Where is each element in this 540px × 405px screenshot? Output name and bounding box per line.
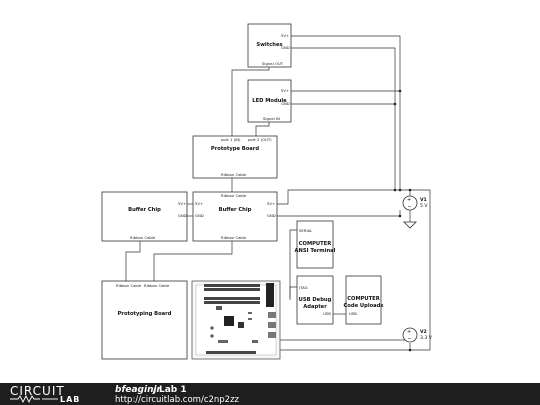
circuit-title: Lab 1 [159, 385, 187, 395]
buffer-chip-left-ribbon: Ribbon Cable [130, 235, 156, 240]
junction-dot [408, 348, 412, 352]
led-module-block[interactable]: LED Module 5V+ GND Signal IN [247, 79, 292, 123]
usb-debug-title-line2: Adapter [303, 304, 327, 310]
buffer-chip-right-ribbon-bottom: Ribbon Cable [221, 235, 247, 240]
wire-buffer-5v-out [277, 189, 411, 205]
buffer-chip-right-block[interactable]: Buffer Chip 5V+ GND 5V+ GND Ribbon Cable… [192, 191, 278, 242]
svg-text:−: − [408, 204, 412, 210]
junction-dot [398, 188, 402, 192]
microcontroller-board-image[interactable] [191, 280, 281, 360]
computer-uploads-block[interactable]: COMPUTER Code Uploads USB [344, 275, 384, 325]
prototyping-board-ribbon-right: Ribbon Cable [144, 283, 170, 288]
prototype-board-block[interactable]: Prototype Board port 1 (IN) port 2 (OUT)… [192, 135, 278, 179]
circuit-url-link[interactable]: http://circuitlab.com/c2np2zz [115, 395, 240, 405]
title-separator: / [153, 385, 157, 395]
v2-value: 3.3 V [420, 335, 433, 341]
usb-debug-title-line1: USB Debug [299, 297, 332, 303]
voltage-source-v1[interactable]: + − V1 5 V [402, 195, 428, 211]
led-module-pin-signal: Signal IN [263, 116, 280, 121]
computer-ansi-pin-serial: SERIAL [299, 228, 313, 233]
buffer-chip-left-title: Buffer Chip [128, 207, 161, 213]
buffer-chip-right-title: Buffer Chip [219, 207, 252, 213]
prototype-board-port-out: port 2 (OUT) [248, 137, 272, 142]
switches-pin-gnd: GND [281, 45, 290, 50]
prototype-board-ribbon: Ribbon Cable [221, 172, 247, 177]
ground-symbol [403, 221, 417, 229]
wire-board-v2-bottom [280, 189, 431, 351]
wire-switches-5v [291, 35, 401, 190]
svg-text:+: + [407, 197, 411, 203]
wire-buffer-gnd-out [277, 210, 401, 217]
buffer-chip-left-pin-gnd: GND [178, 213, 187, 218]
wire-switches-signal [231, 67, 270, 136]
computer-ansi-block[interactable]: SERIAL COMPUTER ANSI Terminal [295, 220, 336, 269]
wire-led-signal [255, 122, 270, 136]
buffer-chip-right-pin-5v-in: 5V+ [195, 201, 203, 206]
svg-text:+: + [407, 329, 411, 335]
wire-switches-gnd [291, 47, 396, 190]
junction-dot [408, 188, 412, 192]
computer-ansi-title-line1: COMPUTER [299, 241, 331, 247]
computer-uploads-title-line2: Code Uploads [344, 303, 384, 309]
computer-uploads-title-line1: COMPUTER [347, 296, 379, 302]
prototype-board-title: Prototype Board [211, 146, 259, 152]
switches-title: Switches [256, 42, 282, 48]
buffer-chip-left-pin-5v: 5V+ [178, 201, 186, 206]
switches-pin-signal: Signal OUT [262, 61, 284, 66]
prototyping-board-block[interactable]: Prototyping Board Ribbon Cable Ribbon Ca… [101, 280, 188, 360]
junction-dot [393, 102, 397, 106]
v1-name: V1 [420, 197, 427, 203]
wire-jtag [289, 286, 297, 300]
switches-block[interactable]: Switches 5V+ GND Signal OUT [247, 23, 292, 68]
author-name[interactable]: bfeaginjr [115, 385, 161, 395]
junction-dot [398, 214, 402, 218]
led-module-pin-gnd: GND [281, 101, 290, 106]
prototype-board-port-in: port 1 (IN) [221, 137, 241, 142]
circuitlab-logo-lab: LAB [60, 395, 81, 404]
v1-value: 5 V [420, 203, 428, 209]
v2-name: V2 [420, 329, 427, 335]
switches-pin-5v: 5V+ [281, 33, 289, 38]
usb-debug-pin-usb: USB [323, 311, 331, 316]
buffer-chip-right-pin-gnd-out: GND [267, 213, 276, 218]
wire-ribbon-left [125, 241, 141, 281]
svg-text:−: − [408, 336, 412, 342]
wire-ribbon-right [153, 241, 233, 281]
circuitlab-logo-icon [10, 395, 58, 403]
prototyping-board-title: Prototyping Board [118, 311, 172, 317]
wire-serial [289, 229, 297, 298]
led-module-title: LED Module [252, 98, 287, 104]
junction-dot [393, 188, 397, 192]
buffer-chip-right-pin-gnd-in: GND [195, 213, 204, 218]
buffer-chip-left-block[interactable]: Buffer Chip 5V+ GND Ribbon Cable [101, 191, 188, 242]
wire-board-v2-top [280, 328, 411, 341]
buffer-chip-right-pin-5v-out: 5V+ [267, 201, 275, 206]
schematic-canvas: Switches 5V+ GND Signal OUT LED Module 5… [101, 23, 433, 360]
prototyping-board-ribbon-left: Ribbon Cable [116, 283, 142, 288]
voltage-source-v2[interactable]: + − V2 3.3 V [402, 327, 433, 343]
junction-dot [398, 89, 402, 93]
junction-dots [393, 89, 412, 352]
circuitlab-logo-word[interactable]: CIRCUIT [10, 384, 65, 398]
usb-debug-block[interactable]: JTAG USB Debug Adapter USB [296, 275, 334, 325]
computer-ansi-title-line2: ANSI Terminal [295, 248, 336, 254]
computer-uploads-pin-usb: USB [349, 311, 357, 316]
footer-bar: CIRCUIT LAB bfeaginjr / Lab 1 http://cir… [0, 383, 540, 405]
buffer-chip-right-ribbon-top: Ribbon Cable [221, 193, 247, 198]
usb-debug-pin-jtag: JTAG [298, 285, 308, 290]
led-module-pin-5v: 5V+ [281, 88, 289, 93]
